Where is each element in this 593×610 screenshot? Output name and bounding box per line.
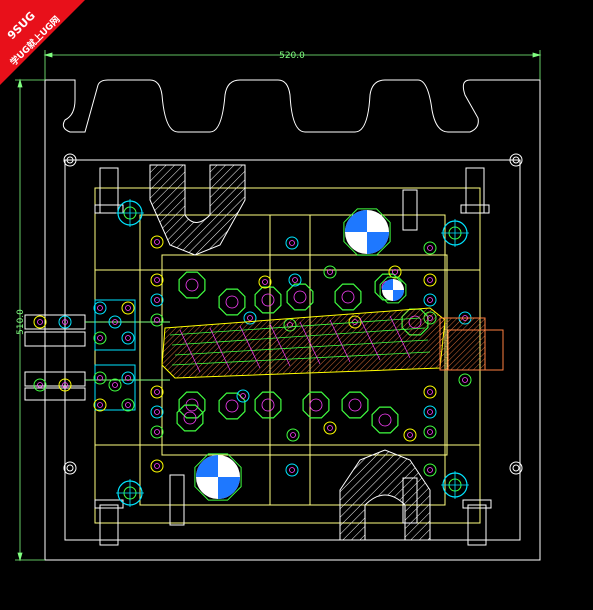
small-hole-icon — [288, 273, 302, 287]
small-hole-icon — [423, 385, 437, 399]
ejector-pin-icon — [254, 286, 282, 314]
small-hole-icon — [150, 385, 164, 399]
locating-marker-icon — [343, 208, 391, 256]
cooling-channel-icons — [116, 199, 469, 507]
small-hole-icon — [423, 405, 437, 419]
small-hole-icon — [108, 315, 122, 329]
guide-pillars — [94, 167, 492, 546]
small-hole-icon — [58, 378, 72, 392]
small-hole-icon — [93, 371, 107, 385]
small-hole-icon — [323, 265, 337, 279]
ejector-pin-icon — [371, 406, 399, 434]
cooling-channel-icon — [441, 471, 469, 499]
small-hole-icon — [423, 273, 437, 287]
small-hole-icon — [423, 425, 437, 439]
small-hole-icon — [33, 315, 47, 329]
small-hole-icon — [285, 236, 299, 250]
small-hole-icon — [108, 378, 122, 392]
small-hole-icon — [285, 463, 299, 477]
ejector-pin-icon — [218, 288, 246, 316]
small-hole-icon — [150, 273, 164, 287]
small-hole-icon — [121, 398, 135, 412]
small-hole-icon — [236, 389, 250, 403]
ejector-pin-icon — [176, 404, 204, 432]
small-hole-icon — [423, 241, 437, 255]
cooling-channel-icon — [116, 199, 144, 227]
top-clamp-plate — [44, 79, 541, 561]
small-hole-icon — [388, 265, 402, 279]
ejector-pin-icon — [178, 271, 206, 299]
ejector-pin-icon — [334, 283, 362, 311]
cavity-core-strip — [161, 307, 504, 379]
ejector-pin-icon — [302, 391, 330, 419]
small-hole-icon — [121, 331, 135, 345]
small-hole-icon — [93, 301, 107, 315]
small-hole-icon — [423, 463, 437, 477]
cooling-channel-icon — [116, 479, 144, 507]
corner-bolts — [63, 153, 523, 475]
small-hole-icon — [403, 428, 417, 442]
small-hole-icon — [150, 293, 164, 307]
small-hole-icon — [150, 235, 164, 249]
ejector-pin-icon — [286, 283, 314, 311]
small-hole-icon — [121, 301, 135, 315]
width-dimension-label: 520.0 — [279, 51, 305, 61]
small-hole-icon — [150, 459, 164, 473]
side-slider-left — [24, 299, 170, 411]
wedge-block-bottom — [339, 449, 431, 541]
small-hole-icon — [93, 398, 107, 412]
small-hole-icon — [33, 378, 47, 392]
small-hole-icon — [121, 371, 135, 385]
locating-marker-icon — [379, 276, 407, 304]
small-hole-icon — [58, 315, 72, 329]
small-hole-icons — [33, 235, 472, 477]
small-hole-icon — [323, 421, 337, 435]
ejector-pin-icon — [341, 391, 369, 419]
small-hole-icon — [150, 405, 164, 419]
small-hole-icon — [150, 425, 164, 439]
cooling-channel-icon — [441, 219, 469, 247]
locating-marker-icon — [194, 453, 242, 501]
small-hole-icon — [458, 373, 472, 387]
dimension-lines — [15, 50, 542, 562]
wedge-block-top — [149, 164, 246, 256]
height-dimension-label: 510.0 — [16, 309, 26, 335]
small-hole-icon — [150, 313, 164, 327]
small-hole-icon — [286, 428, 300, 442]
small-hole-icon — [423, 293, 437, 307]
locating-marker-icons — [194, 208, 407, 501]
small-hole-icon — [258, 275, 272, 289]
ejector-pin-icon — [254, 391, 282, 419]
small-hole-icon — [93, 331, 107, 345]
brand-badge: 9SUG 学UG就上UG网 — [0, 0, 85, 85]
